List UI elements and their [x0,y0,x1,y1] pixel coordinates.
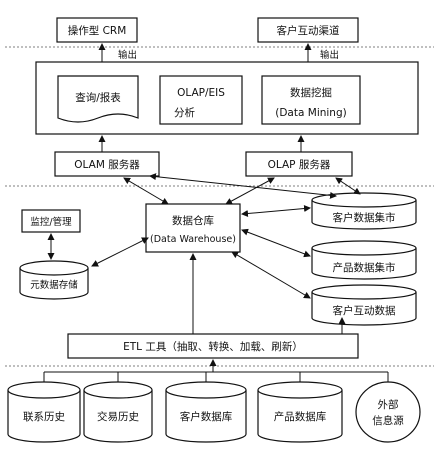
data-mining-label-2: (Data Mining) [275,107,346,119]
query-report-label: 查询/报表 [75,91,121,104]
customer-channel-label: 客户互动渠道 [277,24,340,37]
source-external-info-label-1: 外部 [378,398,399,411]
monitor-box [21,209,81,233]
olap-eis-label-1: OLAP/EIS [177,87,225,99]
arrow-dw-interaction [231,251,311,299]
data-warehouse-label-1: 数据仓库 [172,214,214,227]
customer-mart-label: 客户数据集市 [333,211,396,224]
olam-server-box [54,151,160,177]
arrow-metadata-dw [91,237,149,267]
monitor-label: 监控/管理 [30,216,72,228]
query-report-shape [57,75,139,123]
source-transaction-history-label: 交易历史 [97,410,139,423]
arrow-olap-customer-mart [335,177,361,195]
source-contact-history-label: 联系历史 [23,411,65,423]
output-left-label: 输出 [118,49,137,61]
arrow-olam-customer-mart [149,173,337,199]
olap-eis-label-2: 分析 [174,106,195,119]
metadata-store-cylinder [19,260,89,300]
output-right-label: 输出 [320,49,339,61]
data-mining-label-1: 数据挖掘 [290,86,332,99]
operational-crm-label: 操作型 CRM [68,24,127,37]
source-product-db-label: 产品数据库 [274,410,327,423]
etl-tool-box [67,333,359,359]
interaction-data-cylinder [311,284,417,326]
olap-eis-box [159,75,243,125]
arrow-olam-dw [123,177,169,205]
etl-tool-label: ETL 工具（抽取、转换、加载、刷新） [123,340,303,353]
olam-server-label: OLAM 服务器 [74,158,140,171]
arrow-olap-dw [225,177,275,205]
product-mart-cylinder [311,240,417,280]
data-warehouse-box [145,203,241,253]
data-warehouse-label-2: (Data Warehouse) [150,234,236,245]
data-mining-box [261,75,361,125]
operational-crm-box [56,17,138,43]
product-mart-label: 产品数据集市 [333,261,396,274]
source-contact-history-cylinder [7,381,81,443]
arrow-dw-product-mart [241,228,311,258]
interaction-data-label: 客户互动数据 [333,304,396,317]
arrow-dw-customer-mart [241,205,311,217]
source-external-info-circle [355,381,421,443]
source-external-info-label-2: 信息源 [372,414,404,427]
olap-server-label: OLAP 服务器 [268,158,331,171]
metadata-store-label: 元数据存储 [30,279,78,291]
source-customer-db-cylinder [165,381,247,443]
source-transaction-history-cylinder [83,381,153,443]
customer-channel-box [257,17,359,43]
source-product-db-cylinder [257,381,343,443]
olap-server-box [245,151,353,177]
source-customer-db-label: 客户数据库 [180,410,233,423]
customer-mart-cylinder [311,192,417,230]
